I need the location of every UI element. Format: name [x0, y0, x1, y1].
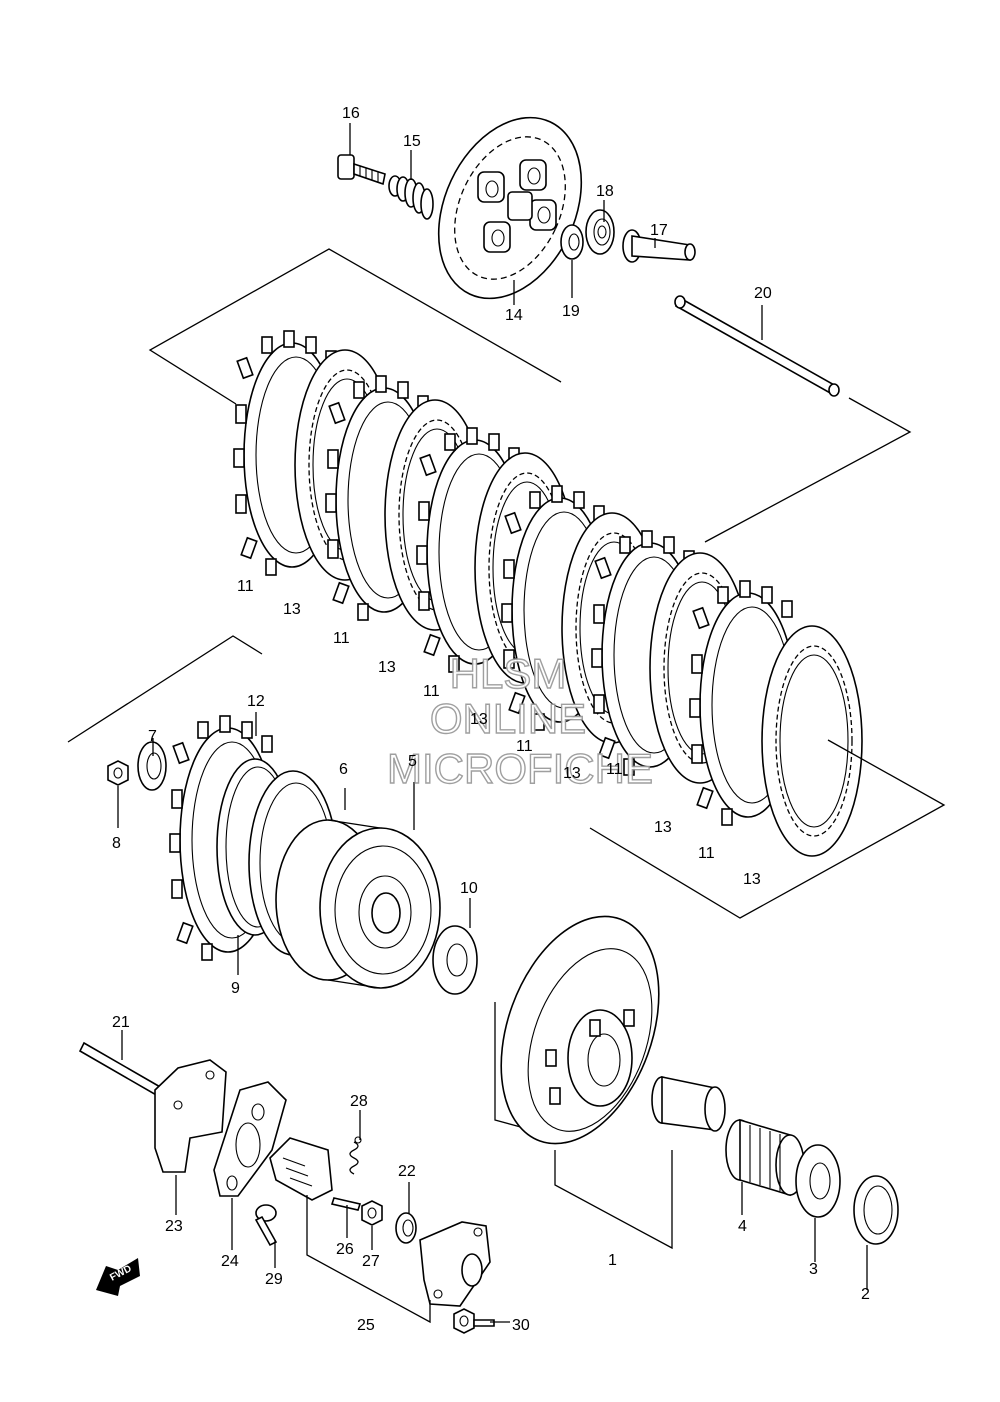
callout-11: 11	[606, 761, 623, 778]
callout-20: 20	[754, 285, 772, 302]
callout-12: 12	[247, 693, 265, 710]
callout-21: 21	[112, 1014, 130, 1031]
callout-17: 17	[650, 222, 668, 239]
callout-13: 13	[470, 711, 488, 728]
bracket-23	[154, 1059, 227, 1173]
primary-driven-gear-assembly-1	[494, 915, 660, 1145]
callout-29: 29	[265, 1271, 283, 1288]
callout-18: 18	[596, 183, 614, 200]
callout-5: 5	[408, 753, 417, 770]
push-rod-20	[674, 295, 840, 397]
washer-3	[795, 1144, 841, 1218]
callout-11: 11	[333, 630, 350, 647]
push-piece-17	[622, 229, 696, 263]
clutch-sleeve-hub-5	[275, 819, 441, 989]
washer-10	[432, 925, 478, 995]
bolt-30	[453, 1308, 495, 1334]
callout-13: 13	[378, 659, 396, 676]
watermark-line-2: ONLINE	[430, 695, 586, 742]
plate-stack-frame	[148, 248, 562, 405]
pin-21	[78, 1041, 164, 1098]
callout-labels: 16 15 18 17 20 14 19 11 13 11 13 11 13 1…	[112, 105, 870, 1334]
callout-26: 26	[336, 1241, 354, 1258]
callout-23: 23	[165, 1218, 183, 1235]
fwd-arrow-icon: FWD	[96, 1258, 140, 1296]
spring-28	[349, 1136, 362, 1175]
callout-13: 13	[283, 601, 301, 618]
gasket-24	[213, 1081, 287, 1197]
callout-11: 11	[698, 845, 715, 862]
callout-9: 9	[231, 980, 240, 997]
hub-group-frame-right	[589, 739, 946, 919]
callout-6: 6	[339, 761, 348, 778]
watermark-line-3: MICROFICHE	[387, 745, 653, 792]
pressure-plate-14	[437, 116, 583, 300]
callout-11: 11	[237, 578, 254, 595]
plate-stack-frame-right	[704, 397, 912, 543]
spacer-2	[853, 1175, 899, 1245]
callout-27: 27	[362, 1253, 380, 1270]
washer-7	[137, 741, 167, 791]
screw-26	[330, 1197, 362, 1211]
callout-11: 11	[516, 738, 533, 755]
spacer-sleeve	[651, 1076, 726, 1132]
callout-7: 7	[148, 728, 157, 745]
callout-28: 28	[350, 1093, 368, 1110]
callout-14: 14	[505, 307, 523, 324]
leader-lines	[117, 123, 868, 1324]
nut-27	[361, 1200, 383, 1226]
nut-8	[107, 760, 129, 786]
callout-13: 13	[743, 871, 761, 888]
spring-15	[388, 175, 434, 220]
callout-10: 10	[460, 880, 478, 897]
callout-19: 19	[562, 303, 580, 320]
bolt-29	[254, 1204, 278, 1247]
hub-group-frame	[67, 635, 263, 743]
callout-4: 4	[738, 1218, 747, 1235]
bolt-16	[337, 154, 386, 186]
callout-8: 8	[112, 835, 121, 852]
callout-30: 30	[512, 1317, 530, 1334]
callout-22: 22	[398, 1163, 416, 1180]
callout-25: 25	[357, 1317, 375, 1334]
washer-19	[560, 224, 584, 260]
callout-13: 13	[654, 819, 672, 836]
seal-22	[395, 1212, 417, 1244]
watermark: HLSM ONLINE MICROFICHE	[386, 649, 653, 792]
bearing-18	[585, 209, 615, 255]
callout-3: 3	[809, 1261, 818, 1278]
callout-13: 13	[563, 765, 581, 782]
watermark-line-1: HLSM	[450, 650, 567, 697]
release-housing	[419, 1221, 491, 1307]
callout-2: 2	[861, 1286, 870, 1303]
callout-15: 15	[403, 133, 421, 150]
callout-11: 11	[423, 683, 440, 700]
release-cam-25	[269, 1137, 333, 1201]
callout-24: 24	[221, 1253, 239, 1270]
callout-16: 16	[342, 105, 360, 122]
needle-bearing-4	[725, 1118, 805, 1197]
callout-1: 1	[608, 1252, 617, 1269]
